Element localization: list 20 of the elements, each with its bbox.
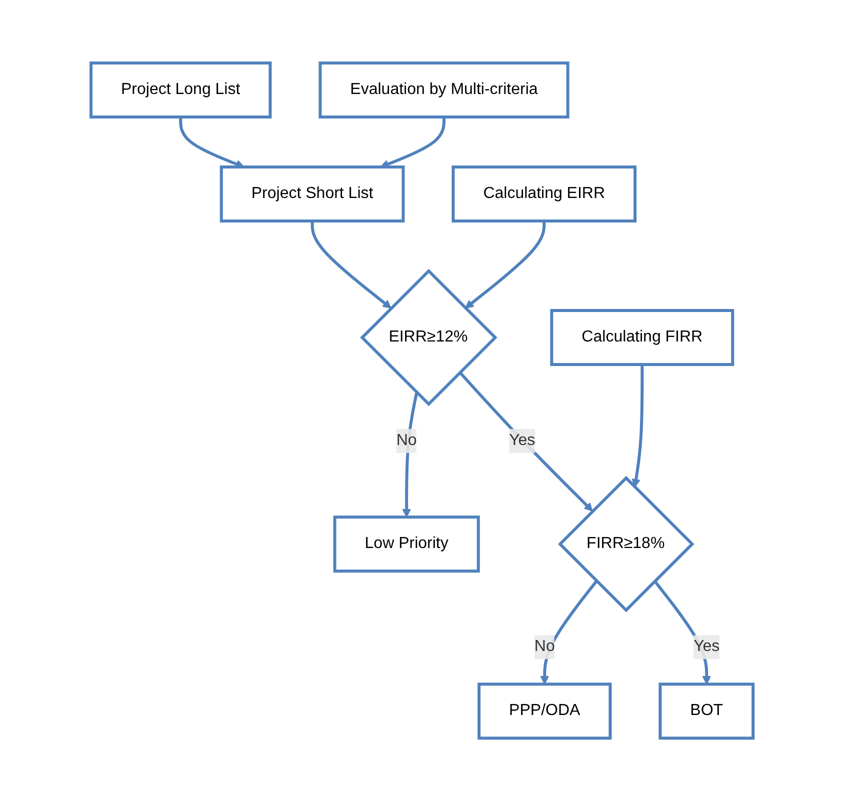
- node-diamond: EIRR≥12%: [360, 268, 498, 406]
- node-diamond: FIRR≥18%: [558, 476, 694, 612]
- node-box: Calculating FIRR: [550, 308, 734, 366]
- arrow: [540, 580, 598, 684]
- arrow: [310, 220, 392, 308]
- node-box: Evaluation by Multi-criteria: [318, 61, 570, 118]
- node-box: BOT: [658, 682, 755, 740]
- edge-label: Yes: [509, 432, 536, 449]
- edge-label: No: [534, 638, 555, 656]
- edge-label: Yes: [694, 638, 720, 656]
- arrow: [632, 364, 644, 488]
- node-box: Calculating EIRR: [452, 165, 636, 222]
- node-box: Project Long List: [89, 61, 272, 118]
- edge-label: No: [396, 432, 417, 449]
- arrow: [458, 371, 593, 512]
- node-box: PPP/ODA: [478, 682, 612, 740]
- node-box: Project Short List: [220, 165, 405, 222]
- arrow: [402, 392, 418, 518]
- node-box: Low Priority: [333, 516, 480, 572]
- arrow: [464, 220, 546, 308]
